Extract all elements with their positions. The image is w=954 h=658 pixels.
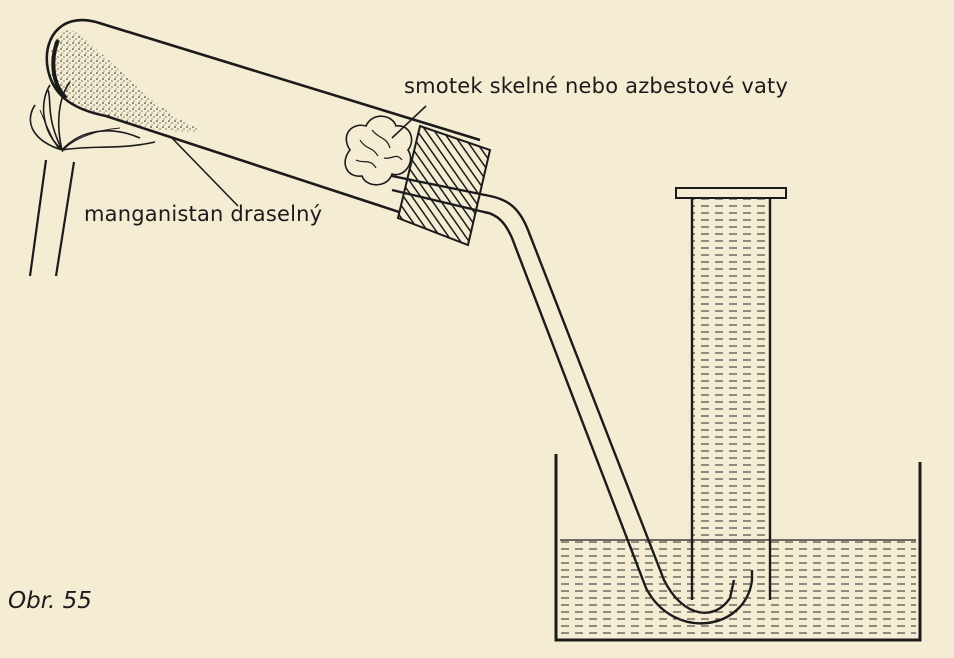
potassium-permanganate-label: manganistan draselný — [84, 202, 323, 226]
permanganate-leader — [169, 135, 239, 207]
test-tube — [45, 18, 481, 230]
glass-wool-leader — [391, 105, 427, 139]
glass-wool-tuft — [344, 115, 413, 186]
potassium-permanganate-powder — [50, 30, 200, 133]
flame — [29, 81, 156, 153]
collecting-cylinder — [675, 187, 787, 600]
cylinder-water — [692, 198, 770, 598]
glass-wool-label: smotek skelné nebo azbestové vaty — [404, 74, 789, 98]
figure-caption: Obr. 55 — [8, 588, 92, 614]
burner-stand — [28, 159, 76, 277]
